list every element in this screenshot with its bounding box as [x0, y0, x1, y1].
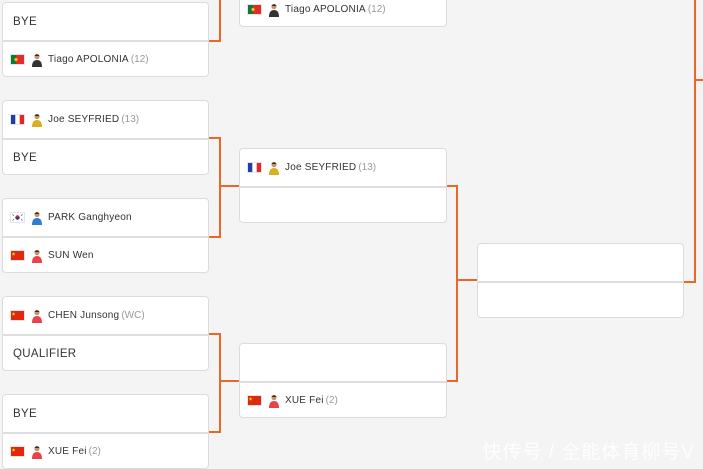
bracket-connector-line	[694, 0, 696, 283]
player-name: Joe SEYFRIED	[285, 162, 357, 173]
bracket-connector-line	[219, 137, 221, 238]
player-name: XUE Fei	[285, 395, 324, 406]
player-seed: (WC)	[121, 310, 145, 321]
match-card: Tiago APOLONIA(12)	[239, 0, 447, 27]
bye-slot[interactable]: BYE	[3, 3, 208, 40]
match-card: Joe SEYFRIED(13) BYE	[2, 100, 209, 175]
player-seed: (12)	[130, 54, 149, 65]
bracket-connector-line	[447, 380, 456, 382]
match-card	[477, 243, 684, 318]
south-korea-flag-icon	[10, 212, 25, 223]
slot-label: BYE	[13, 407, 37, 420]
player-slot[interactable]: SUN Wen	[3, 236, 208, 272]
bracket-connector-line	[209, 137, 219, 139]
player-avatar-icon	[31, 113, 43, 127]
player-name: XUE Fei	[48, 446, 87, 457]
player-avatar-icon	[31, 53, 43, 67]
player-seed: (13)	[121, 114, 140, 125]
france-flag-icon	[10, 114, 25, 125]
china-flag-icon	[10, 446, 25, 457]
player-avatar-icon	[268, 394, 280, 408]
player-avatar-icon	[31, 445, 43, 459]
bracket-connector-line	[209, 431, 219, 433]
match-card: XUE Fei(2)	[239, 343, 447, 418]
bracket-connector-line	[694, 79, 703, 81]
player-slot[interactable]: Joe SEYFRIED(13)	[3, 101, 208, 138]
bracket-connector-line	[219, 0, 221, 42]
match-card: CHEN Junsong(WC) QUALIFIER	[2, 296, 209, 371]
match-card: BYE XUE Fei(2)	[2, 394, 209, 469]
player-avatar-icon	[268, 3, 280, 17]
player-seed: (2)	[88, 446, 101, 457]
player-name: CHEN Junsong	[48, 310, 120, 321]
player-seed: (13)	[358, 162, 377, 173]
player-slot[interactable]: CHEN Junsong(WC)	[3, 297, 208, 334]
bracket-connector-line	[219, 185, 239, 187]
player-avatar-icon	[31, 249, 43, 263]
bye-slot[interactable]: QUALIFIER	[3, 334, 208, 370]
bracket-connector-line	[209, 40, 219, 42]
bye-slot[interactable]: BYE	[3, 395, 208, 432]
player-slot[interactable]: PARK Ganghyeon	[3, 199, 208, 236]
france-flag-icon	[247, 162, 262, 173]
player-name: SUN Wen	[48, 250, 94, 261]
player-seed: (2)	[325, 395, 338, 406]
bracket-connector-line	[219, 333, 221, 433]
player-avatar-icon	[31, 309, 43, 323]
slot-label: QUALIFIER	[13, 347, 77, 360]
slot-label: BYE	[13, 15, 37, 28]
player-slot[interactable]: XUE Fei(2)	[240, 381, 446, 417]
bracket-connector-line	[209, 333, 219, 335]
portugal-flag-icon	[247, 4, 262, 15]
player-name: PARK Ganghyeon	[48, 212, 132, 223]
player-avatar-icon	[31, 211, 43, 225]
bracket-connector-line	[456, 279, 477, 281]
match-card: BYE Tiago APOLONIA(12)	[2, 2, 209, 77]
bracket-connector-line	[456, 185, 458, 382]
portugal-flag-icon	[10, 54, 25, 65]
empty-slot[interactable]	[240, 186, 446, 222]
bracket-connector-line	[219, 380, 239, 382]
empty-slot[interactable]	[240, 344, 446, 381]
match-card: Joe SEYFRIED(13)	[239, 148, 447, 223]
player-slot[interactable]: Tiago APOLONIA(12)	[3, 40, 208, 76]
bracket-connector-line	[447, 185, 456, 187]
bracket-connector-line	[684, 281, 694, 283]
player-slot[interactable]: Tiago APOLONIA(12)	[240, 0, 446, 26]
china-flag-icon	[10, 310, 25, 321]
player-slot[interactable]: XUE Fei(2)	[3, 432, 208, 468]
bye-slot[interactable]: BYE	[3, 138, 208, 174]
player-seed: (12)	[367, 4, 386, 15]
empty-slot[interactable]	[478, 281, 683, 317]
player-name: Joe SEYFRIED	[48, 114, 120, 125]
slot-label: BYE	[13, 151, 37, 164]
player-name: Tiago APOLONIA	[285, 4, 366, 15]
china-flag-icon	[10, 250, 25, 261]
player-slot[interactable]: Joe SEYFRIED(13)	[240, 149, 446, 186]
empty-slot[interactable]	[478, 244, 683, 281]
china-flag-icon	[247, 395, 262, 406]
player-name: Tiago APOLONIA	[48, 54, 129, 65]
watermark: 快传号 / 全能体育柳号V	[482, 442, 695, 463]
bracket-connector-line	[209, 236, 219, 238]
player-avatar-icon	[268, 161, 280, 175]
